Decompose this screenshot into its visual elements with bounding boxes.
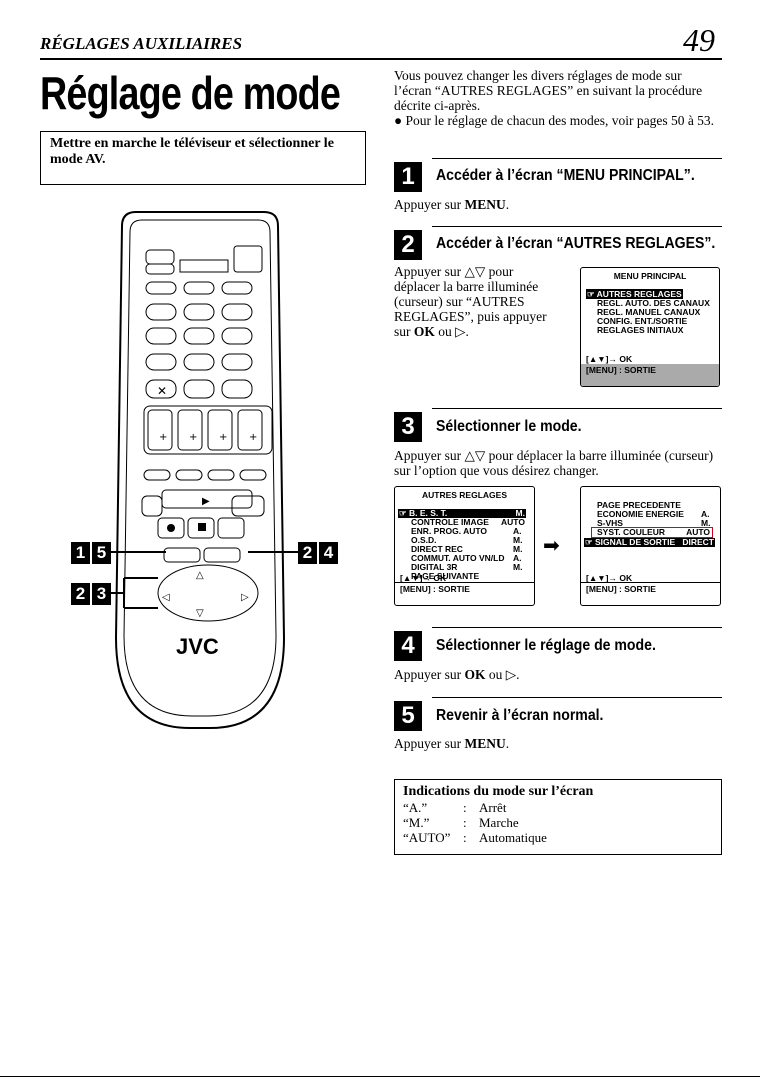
svg-text:✕: ✕	[157, 384, 167, 398]
step-number-5: 5	[394, 701, 422, 731]
page-title: Réglage de mode	[40, 67, 341, 119]
arrow-right-icon: ➡	[543, 533, 560, 557]
svg-text:▶: ▶	[202, 496, 210, 507]
page-number: 49	[683, 22, 715, 58]
step-number-2: 2	[394, 230, 422, 260]
screen-autres-reglages-page2: PAGE PRECEDENTE ECONOMIE ENERGIE A. S-VHS…	[580, 486, 721, 606]
callout-2: 2	[298, 542, 317, 564]
callout-5: 5	[92, 542, 111, 564]
menu-item: COMMUT. AUTO VN/LD	[411, 553, 505, 563]
intro-bullet: ● Pour le réglage de chacun des modes, v…	[394, 113, 715, 128]
header-rule	[40, 58, 722, 60]
svg-text:△: △	[196, 570, 204, 581]
step-title-2: Accéder à l’écran “AUTRES REGLAGES”.	[436, 235, 716, 252]
menu-value: A.	[701, 509, 710, 519]
menu-item: O.S.D.	[411, 535, 437, 545]
intro-paragraph: Vous pouvez changer les divers réglages …	[394, 68, 703, 113]
screen-footer-exit: [MENU] : SORTIE	[586, 365, 656, 375]
menu-item: ☞ AUTRES REGLAGES	[586, 289, 683, 299]
step-number-1: 1	[394, 162, 422, 192]
step-title-3: Sélectionner le mode.	[436, 418, 582, 435]
menu-item: DIRECT REC	[411, 544, 463, 554]
svg-text:+: +	[249, 432, 257, 443]
step-body-2: Appuyer sur △▽ pour déplacer la barre il…	[394, 264, 547, 339]
menu-value: AUTO	[501, 517, 525, 527]
step-rule-4	[432, 627, 722, 628]
screen-footer-exit: [MENU] : SORTIE	[586, 584, 656, 594]
menu-value: M.	[513, 535, 523, 545]
screen-footer-nav: [▲▼]→ OK	[400, 573, 447, 583]
menu-item: PAGE SUIVANTE	[411, 571, 480, 581]
remote-brand: JVC	[176, 634, 219, 659]
callout-1: 1	[71, 542, 90, 564]
step-title-4: Sélectionner le réglage de mode.	[436, 637, 656, 654]
menu-item: REGL. MANUEL CANAUX	[597, 307, 701, 317]
indications-title: Indications du mode sur l’écran	[403, 784, 594, 799]
callout-3: 3	[92, 583, 111, 605]
menu-value: M.	[513, 562, 523, 572]
step-rule-3	[432, 408, 722, 409]
step-body-3: Appuyer sur △▽ pour déplacer la barre il…	[394, 448, 714, 478]
svg-text:▷: ▷	[241, 592, 249, 603]
menu-item: ☞ B. E. S. T.M.	[398, 508, 526, 518]
menu-item: S-VHS	[597, 518, 623, 528]
step-rule-2	[432, 226, 722, 227]
indication-row: “A.”:Arrêt	[403, 800, 507, 815]
step-rule-5	[432, 697, 722, 698]
menu-value: M.	[701, 518, 711, 528]
step-body-4: Appuyer sur OK ou ▷.	[394, 667, 520, 682]
callout-2b: 2	[71, 583, 90, 605]
screen-footer-bar	[581, 364, 719, 386]
intro-box: Mettre en marche le téléviseur et sélect…	[40, 131, 366, 185]
menu-item: REGL. AUTO. DES CANAUX	[597, 298, 710, 308]
step-title-1: Accéder à l’écran “MENU PRINCIPAL”.	[436, 167, 695, 184]
indication-row: “AUTO”:Automatique	[403, 830, 547, 845]
step-body-5: Appuyer sur MENU.	[394, 736, 510, 751]
screen-menu-principal: MENU PRINCIPAL ☞ AUTRES REGLAGES REGL. A…	[580, 267, 720, 387]
indication-row: “M.”:Marche	[403, 815, 519, 830]
step-number-4: 4	[394, 631, 422, 661]
screen-footer-exit: [MENU] : SORTIE	[400, 584, 470, 594]
menu-item: PAGE PRECEDENTE	[597, 500, 681, 510]
section-header: RÉGLAGES AUXILIAIRES	[40, 34, 243, 53]
screen-footer-bar	[395, 582, 534, 605]
menu-value: A.	[513, 526, 522, 536]
svg-text:+: +	[189, 432, 197, 443]
step-number-3: 3	[394, 412, 422, 442]
step-title-5: Revenir à l’écran normal.	[436, 707, 604, 724]
screen-footer-nav: [▲▼]→ OK	[586, 573, 633, 583]
menu-item: ECONOMIE ENERGIE	[597, 509, 684, 519]
screen-autres-reglages: AUTRES REGLAGES ☞ B. E. S. T.M. CONTROLE…	[394, 486, 535, 606]
screen-footer-nav: [▲▼]→ OK	[586, 354, 633, 364]
step-rule-1	[432, 158, 722, 159]
menu-item: CONTROLE IMAGE	[411, 517, 489, 527]
menu-value: A.	[513, 553, 522, 563]
svg-text:▽: ▽	[196, 608, 204, 619]
svg-text:◁: ◁	[162, 592, 170, 603]
screen-title: MENU PRINCIPAL	[613, 271, 687, 281]
screen-footer-bar	[581, 582, 720, 605]
callout-4: 4	[319, 542, 338, 564]
svg-text:+: +	[159, 432, 167, 443]
intro-text: Vous pouvez changer les divers réglages …	[394, 68, 716, 128]
menu-item: REGLAGES INITIAUX	[597, 325, 684, 335]
menu-item: DIGITAL 3R	[411, 562, 458, 572]
menu-value: M.	[513, 544, 523, 554]
svg-text:+: +	[219, 432, 227, 443]
menu-item: CONFIG. ENT./SORTIE	[597, 316, 688, 326]
indications-box: Indications du mode sur l’écran “A.”:Arr…	[394, 779, 722, 855]
menu-item: ENR. PROG. AUTO	[411, 526, 488, 536]
remote-illustration: ▶ ✕ + + + + △ ▽ ◁ ▷ JVC	[110, 211, 298, 729]
footer-rule	[0, 1076, 760, 1077]
step-body-1: Appuyer sur MENU.	[394, 197, 510, 212]
screen-title: AUTRES REGLAGES	[421, 490, 507, 500]
